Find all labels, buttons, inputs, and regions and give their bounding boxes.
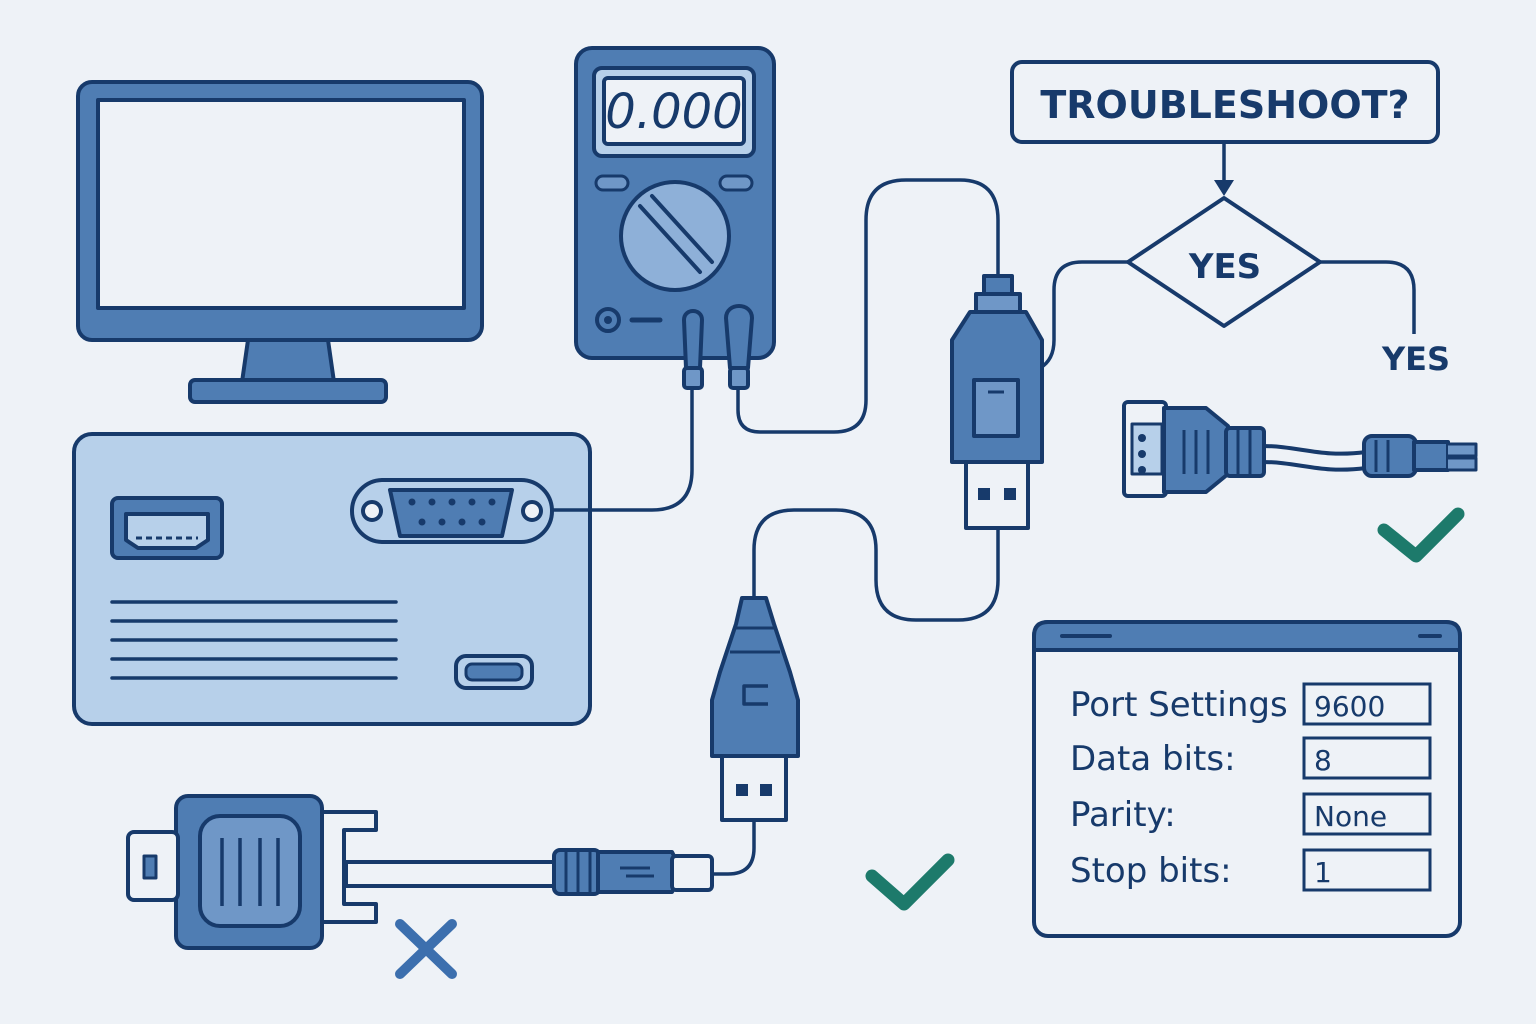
usb-a-to-mini-cable bbox=[710, 818, 756, 876]
setting-value-parity: None bbox=[1314, 800, 1387, 833]
flowchart-arrowhead bbox=[1214, 180, 1234, 196]
multimeter-dial bbox=[619, 180, 731, 292]
computer-case bbox=[72, 432, 592, 726]
monitor-neck bbox=[240, 338, 336, 384]
usb-connector-middle bbox=[710, 596, 800, 822]
checkmark-icon bbox=[865, 853, 955, 911]
setting-field-baud[interactable] bbox=[1302, 682, 1432, 726]
flowchart-decision-diamond bbox=[1126, 196, 1322, 328]
usb-a-plug-right bbox=[964, 460, 1030, 530]
setting-field-data-bits[interactable] bbox=[1302, 736, 1432, 780]
multimeter-button-right bbox=[718, 174, 754, 192]
multimeter-button-left bbox=[594, 174, 630, 192]
flowchart-decision-text: YES bbox=[1188, 247, 1261, 287]
setting-field-stop-bits[interactable] bbox=[1302, 848, 1432, 892]
usb-lower-cable bbox=[752, 508, 1000, 622]
multimeter-probes bbox=[682, 304, 754, 390]
case-vents bbox=[110, 600, 398, 680]
setting-label-stop-bits: Stop bits: bbox=[1070, 851, 1232, 891]
flowchart-branch-line bbox=[1320, 260, 1416, 334]
port-settings-window: Port Settings 9600 Data bits: 8 Parity: … bbox=[1032, 620, 1462, 938]
db9-to-round-cable bbox=[1122, 400, 1478, 498]
setting-value-stop-bits: 1 bbox=[1314, 856, 1332, 889]
monitor bbox=[76, 80, 484, 404]
flowchart-question-text: TROUBLESHOOT? bbox=[1040, 83, 1409, 127]
serial-adapter-cable bbox=[126, 794, 714, 950]
setting-value-baud: 9600 bbox=[1314, 690, 1385, 723]
settings-window-titlebar bbox=[1032, 620, 1462, 652]
mini-usb-plug bbox=[670, 854, 714, 892]
checkmark-icon bbox=[1377, 507, 1465, 563]
serial-port bbox=[350, 478, 554, 544]
probe-lead-to-usb bbox=[736, 178, 1000, 434]
usb-connector-right bbox=[950, 274, 1044, 530]
flowchart: TROUBLESHOOT? YES YES bbox=[1010, 60, 1450, 378]
usb-a-plug-middle bbox=[720, 754, 788, 822]
setting-label-data-bits: Data bits: bbox=[1070, 739, 1236, 779]
multimeter-readout: 0.000 bbox=[605, 84, 742, 140]
usb-to-flowchart-link bbox=[1038, 260, 1130, 370]
monitor-screen bbox=[96, 98, 466, 310]
cross-icon bbox=[395, 919, 457, 979]
cables bbox=[550, 178, 1130, 876]
setting-value-data-bits: 8 bbox=[1314, 744, 1332, 777]
multimeter: 0.000 bbox=[574, 46, 776, 360]
monitor-base bbox=[188, 378, 388, 404]
setting-label-port: Port Settings bbox=[1070, 685, 1288, 725]
setting-field-parity[interactable] bbox=[1302, 792, 1432, 836]
flowchart-branch-text: YES bbox=[1381, 340, 1450, 378]
setting-label-parity: Parity: bbox=[1070, 795, 1176, 835]
probe-lead-to-serial bbox=[550, 386, 694, 512]
